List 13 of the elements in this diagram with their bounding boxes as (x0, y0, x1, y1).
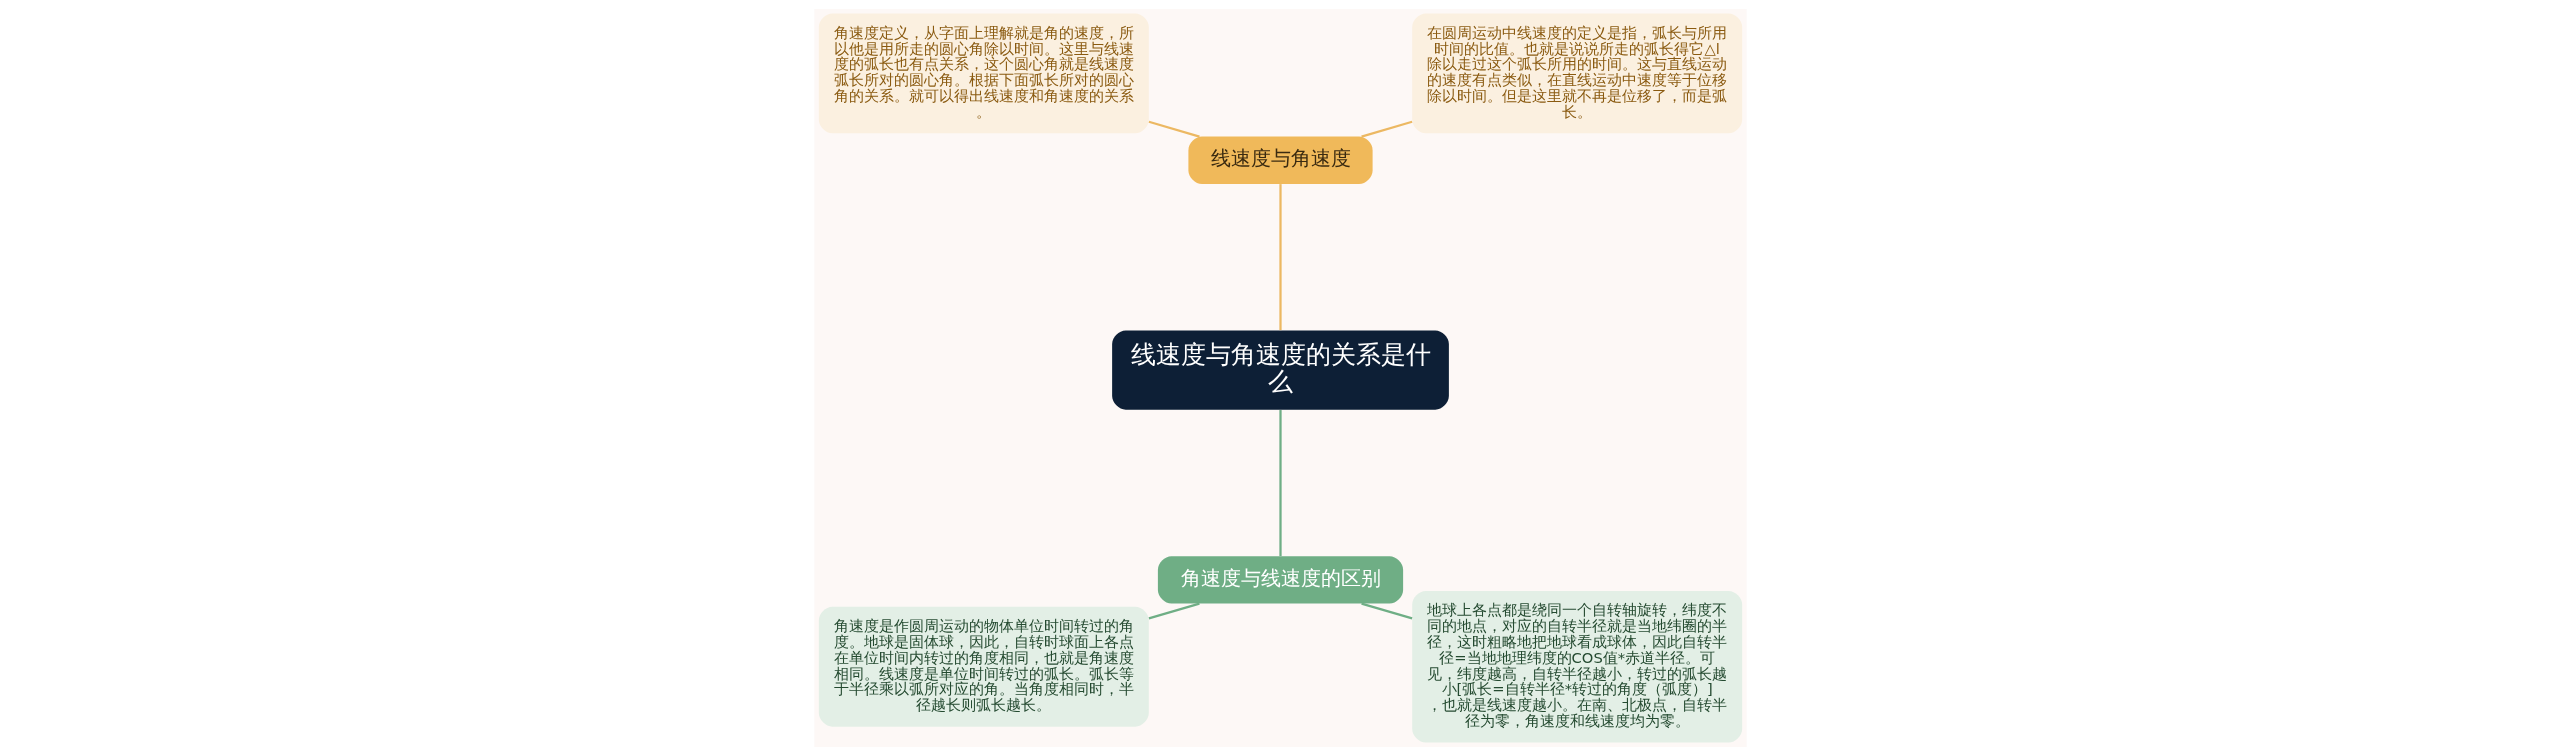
node-box: 地球上各点都是绕同一个自转轴旋转，纬度不同的地点，对应的自转半径就是当地纬圈的半径，这时粗略地把地球看成球体，因此自转半径=当地地理纬度的COS值*赤道半径。可见，纬度越高，自转半径越小，转过的弧长越小[弧长=自转半径*转过的角度（弧度）]，也就是线速度越小。在南、北极点，自转半径为零，角速度和线速度均为零。 (1411, 590, 1742, 742)
connector (1148, 602, 1200, 619)
node-box: 角速度定义，从字面上理解就是角的速度，所以他是用所走的圆心角除以时间。这里与线速度的弧长也有点关系，这个圆心角就是线速度弧长所对的圆心角。根据下面弧长所对的圆心角的关系。就可以得出线速度和角速度的关系。 (818, 13, 1149, 133)
node-box: 线速度与角速度 (1187, 136, 1373, 184)
node-box: 角速度与线速度的区别 (1157, 555, 1403, 604)
connector (1360, 120, 1412, 138)
node-box: 在圆周运动中线速度的定义是指，弧长与所用时间的比值。也就是说说所走的弧长得它△l除以走过这个弧长所用的时间。这与直线运动的速度有点类似，在直线运动中速度等于位移除以时间。但是这里就不再是位移了，而是弧长。 (1411, 13, 1742, 133)
connector (1278, 183, 1282, 330)
node-box: 线速度与角速度的关系是什么 (1111, 330, 1449, 410)
connector (1148, 120, 1200, 138)
node-box: 角速度是作圆周运动的物体单位时间转过的角度。地球是固体球，因此，自转时球面上各点在单位时间内转过的角度相同，也就是角速度相同。线速度是单位时间转过的弧长。弧长等于半径乘以弧所对应的角。当角度相同时，半径越长则弧长越长。 (818, 606, 1149, 727)
connector (1360, 602, 1412, 619)
connector (1278, 409, 1282, 556)
